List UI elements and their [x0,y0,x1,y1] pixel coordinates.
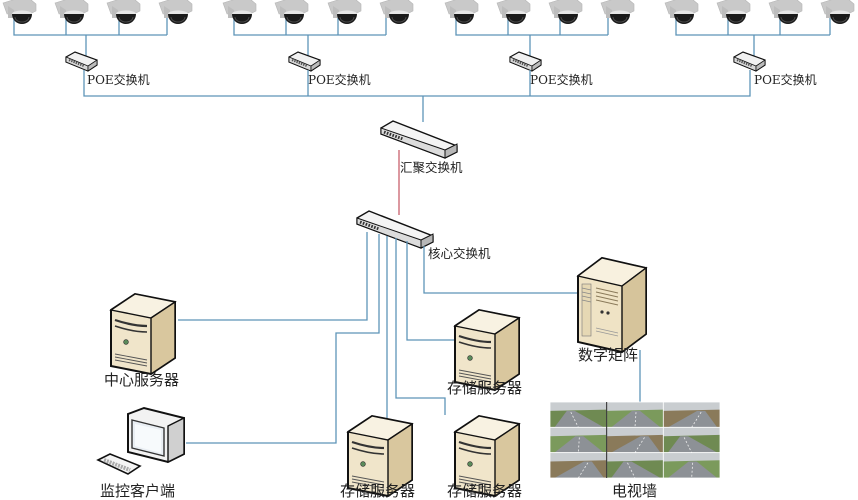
camera-group-2: POE交换机 [222,0,414,87]
link-center-server [178,232,368,321]
dome-camera-icon [327,0,362,25]
video-wall-tile [662,452,721,479]
center-server-label: 中心服务器 [104,371,179,389]
server-tower-icon [109,292,177,376]
core-switch: 核心交换机 [355,209,491,261]
video-wall: 电视墙 [549,401,721,500]
video-wall-icon [549,401,721,479]
server-tower-icon [453,308,521,392]
dome-camera-icon [2,0,37,25]
storage-server-bottom-left: 存储服务器 [340,414,415,500]
dome-camera-icon [444,0,479,25]
storage-server-label: 存储服务器 [447,482,522,500]
digital-matrix-label: 数字矩阵 [578,346,638,364]
dome-camera-icon [222,0,257,25]
video-wall-tile [606,452,664,479]
link-monitor-client [186,234,380,444]
link-storage-top [406,241,455,341]
dome-camera-icon [54,0,89,25]
camera-group-3: POE交换机 [444,0,635,87]
poe-switch-label: POE交换机 [754,72,817,87]
network-switch-icon [379,119,459,160]
video-wall-tile [606,401,664,428]
link-storage-bottom-right [395,238,446,415]
network-switch-icon [355,209,435,250]
storage-server-label: 存储服务器 [447,379,522,397]
dome-camera-icon [379,0,414,25]
video-wall-tile [549,452,608,479]
dome-camera-icon [496,0,531,25]
video-wall-label: 电视墙 [612,482,657,500]
desktop-computer-icon [96,406,185,475]
matrix-cabinet-icon [577,257,647,353]
video-wall-tile [549,426,608,454]
digital-matrix: 数字矩阵 [577,257,647,364]
camera-group-1: POE交换机 [2,0,193,87]
dome-camera-icon [820,0,855,25]
storage-server-label: 存储服务器 [340,482,415,500]
monitor-client: 监控客户端 [96,406,185,500]
poe-switch-icon [64,50,99,73]
center-server: 中心服务器 [104,292,179,389]
video-wall-tile [662,426,721,454]
poe-switch-label: POE交换机 [530,72,593,87]
dome-camera-icon [274,0,309,25]
poe-switch-icon [508,50,543,73]
aggregation-switch: 汇聚交换机 [379,119,463,175]
video-wall-tile [662,401,721,428]
poe-switch-label: POE交换机 [308,72,371,87]
dome-camera-icon [768,0,803,25]
camera-group-4: POE交换机 [664,0,855,87]
dome-camera-icon [548,0,583,25]
dome-camera-icon [158,0,193,25]
monitor-client-label: 监控客户端 [100,482,175,500]
dome-camera-icon [106,0,141,25]
storage-server-top: 存储服务器 [447,308,522,397]
video-wall-tile [549,401,608,428]
link-digital-matrix [423,246,578,294]
poe-uplink-bus [83,70,751,122]
dome-camera-icon [664,0,699,25]
dome-camera-icon [600,0,635,25]
poe-switch-icon [287,50,322,73]
core-switch-label: 核心交换机 [428,246,491,261]
dome-camera-icon [716,0,751,25]
video-wall-tile [606,426,664,454]
aggregation-switch-label: 汇聚交换机 [400,160,463,175]
storage-server-bottom-right: 存储服务器 [447,414,522,500]
poe-switch-icon [732,50,767,73]
poe-switch-label: POE交换机 [87,72,150,87]
